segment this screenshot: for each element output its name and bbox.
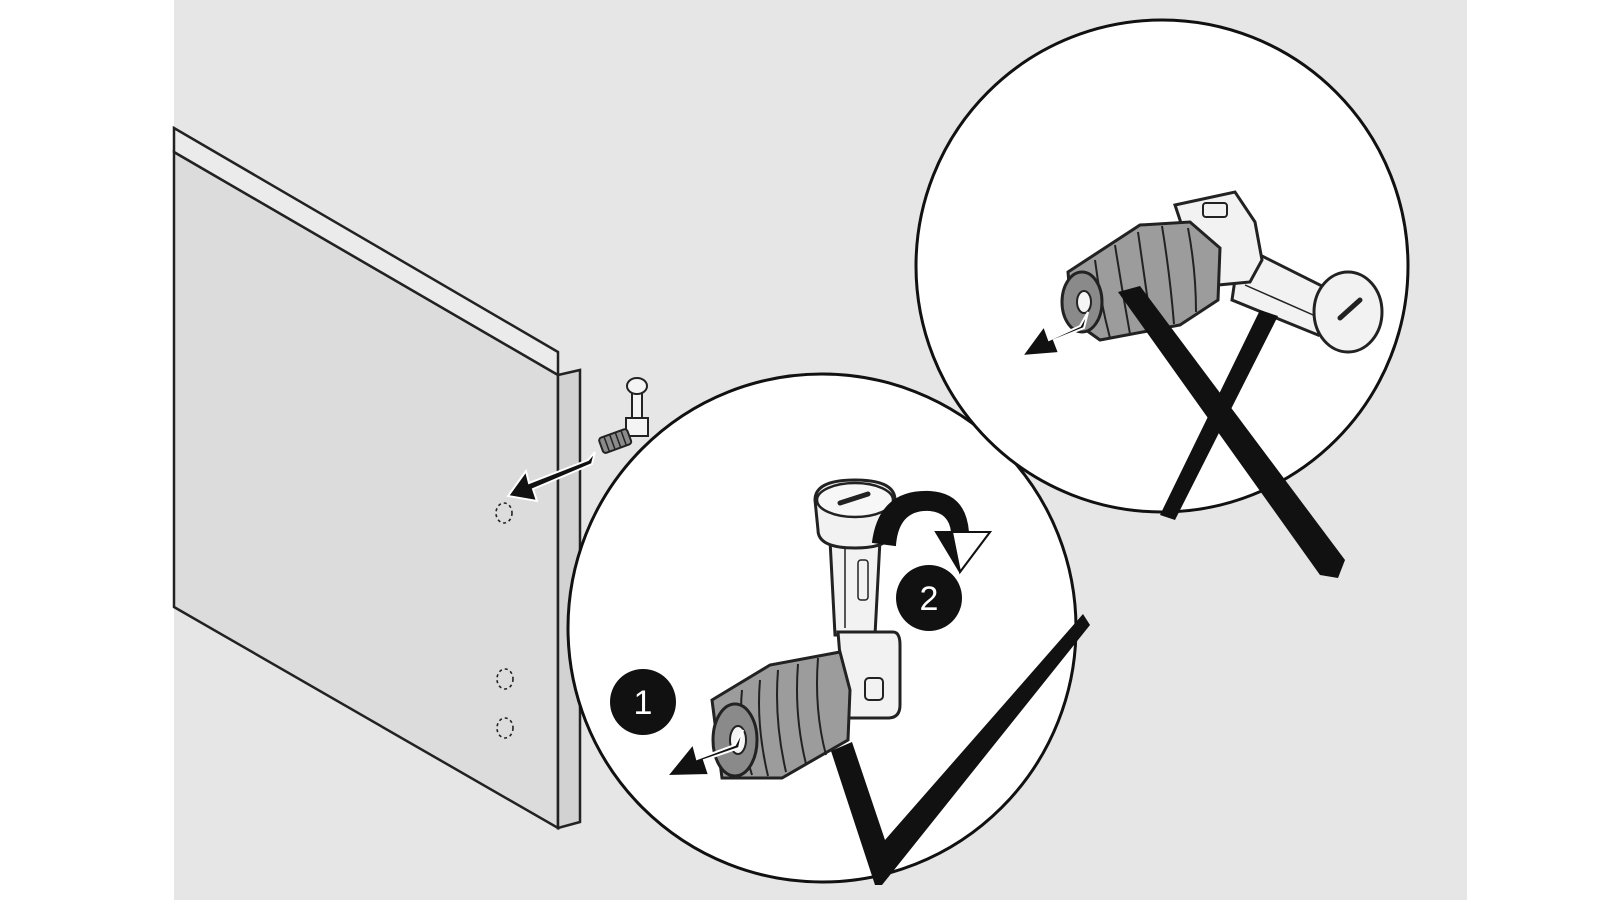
detail-incorrect: [914, 18, 1410, 514]
threaded-dowel-wrong: [1060, 220, 1222, 342]
connector-small-housing: [625, 417, 649, 437]
connector-small-head: [626, 377, 648, 395]
cross-icon: [1118, 286, 1345, 578]
step-1-number: 1: [634, 684, 653, 722]
board-panel: [172, 125, 582, 831]
arrow-left-icon: [664, 729, 744, 778]
arrow-left-icon-wrong: [1019, 311, 1089, 358]
step-1-marker: 1: [610, 669, 676, 735]
threaded-dowel: [710, 650, 852, 780]
step-2-number: 2: [920, 580, 939, 618]
connector-small-dowel: [598, 428, 633, 454]
bore-hole: [496, 668, 514, 690]
screw-shaft: [828, 538, 882, 637]
step-2-marker: 2: [896, 565, 962, 631]
insert-arrow-icon: [506, 451, 596, 503]
connector-small: [598, 377, 649, 454]
connector-housing: [836, 630, 902, 720]
detail-correct: 1 2: [566, 372, 1078, 884]
bore-hole: [495, 502, 513, 524]
checkmark-icon: [831, 614, 1090, 885]
bore-hole: [496, 717, 514, 739]
